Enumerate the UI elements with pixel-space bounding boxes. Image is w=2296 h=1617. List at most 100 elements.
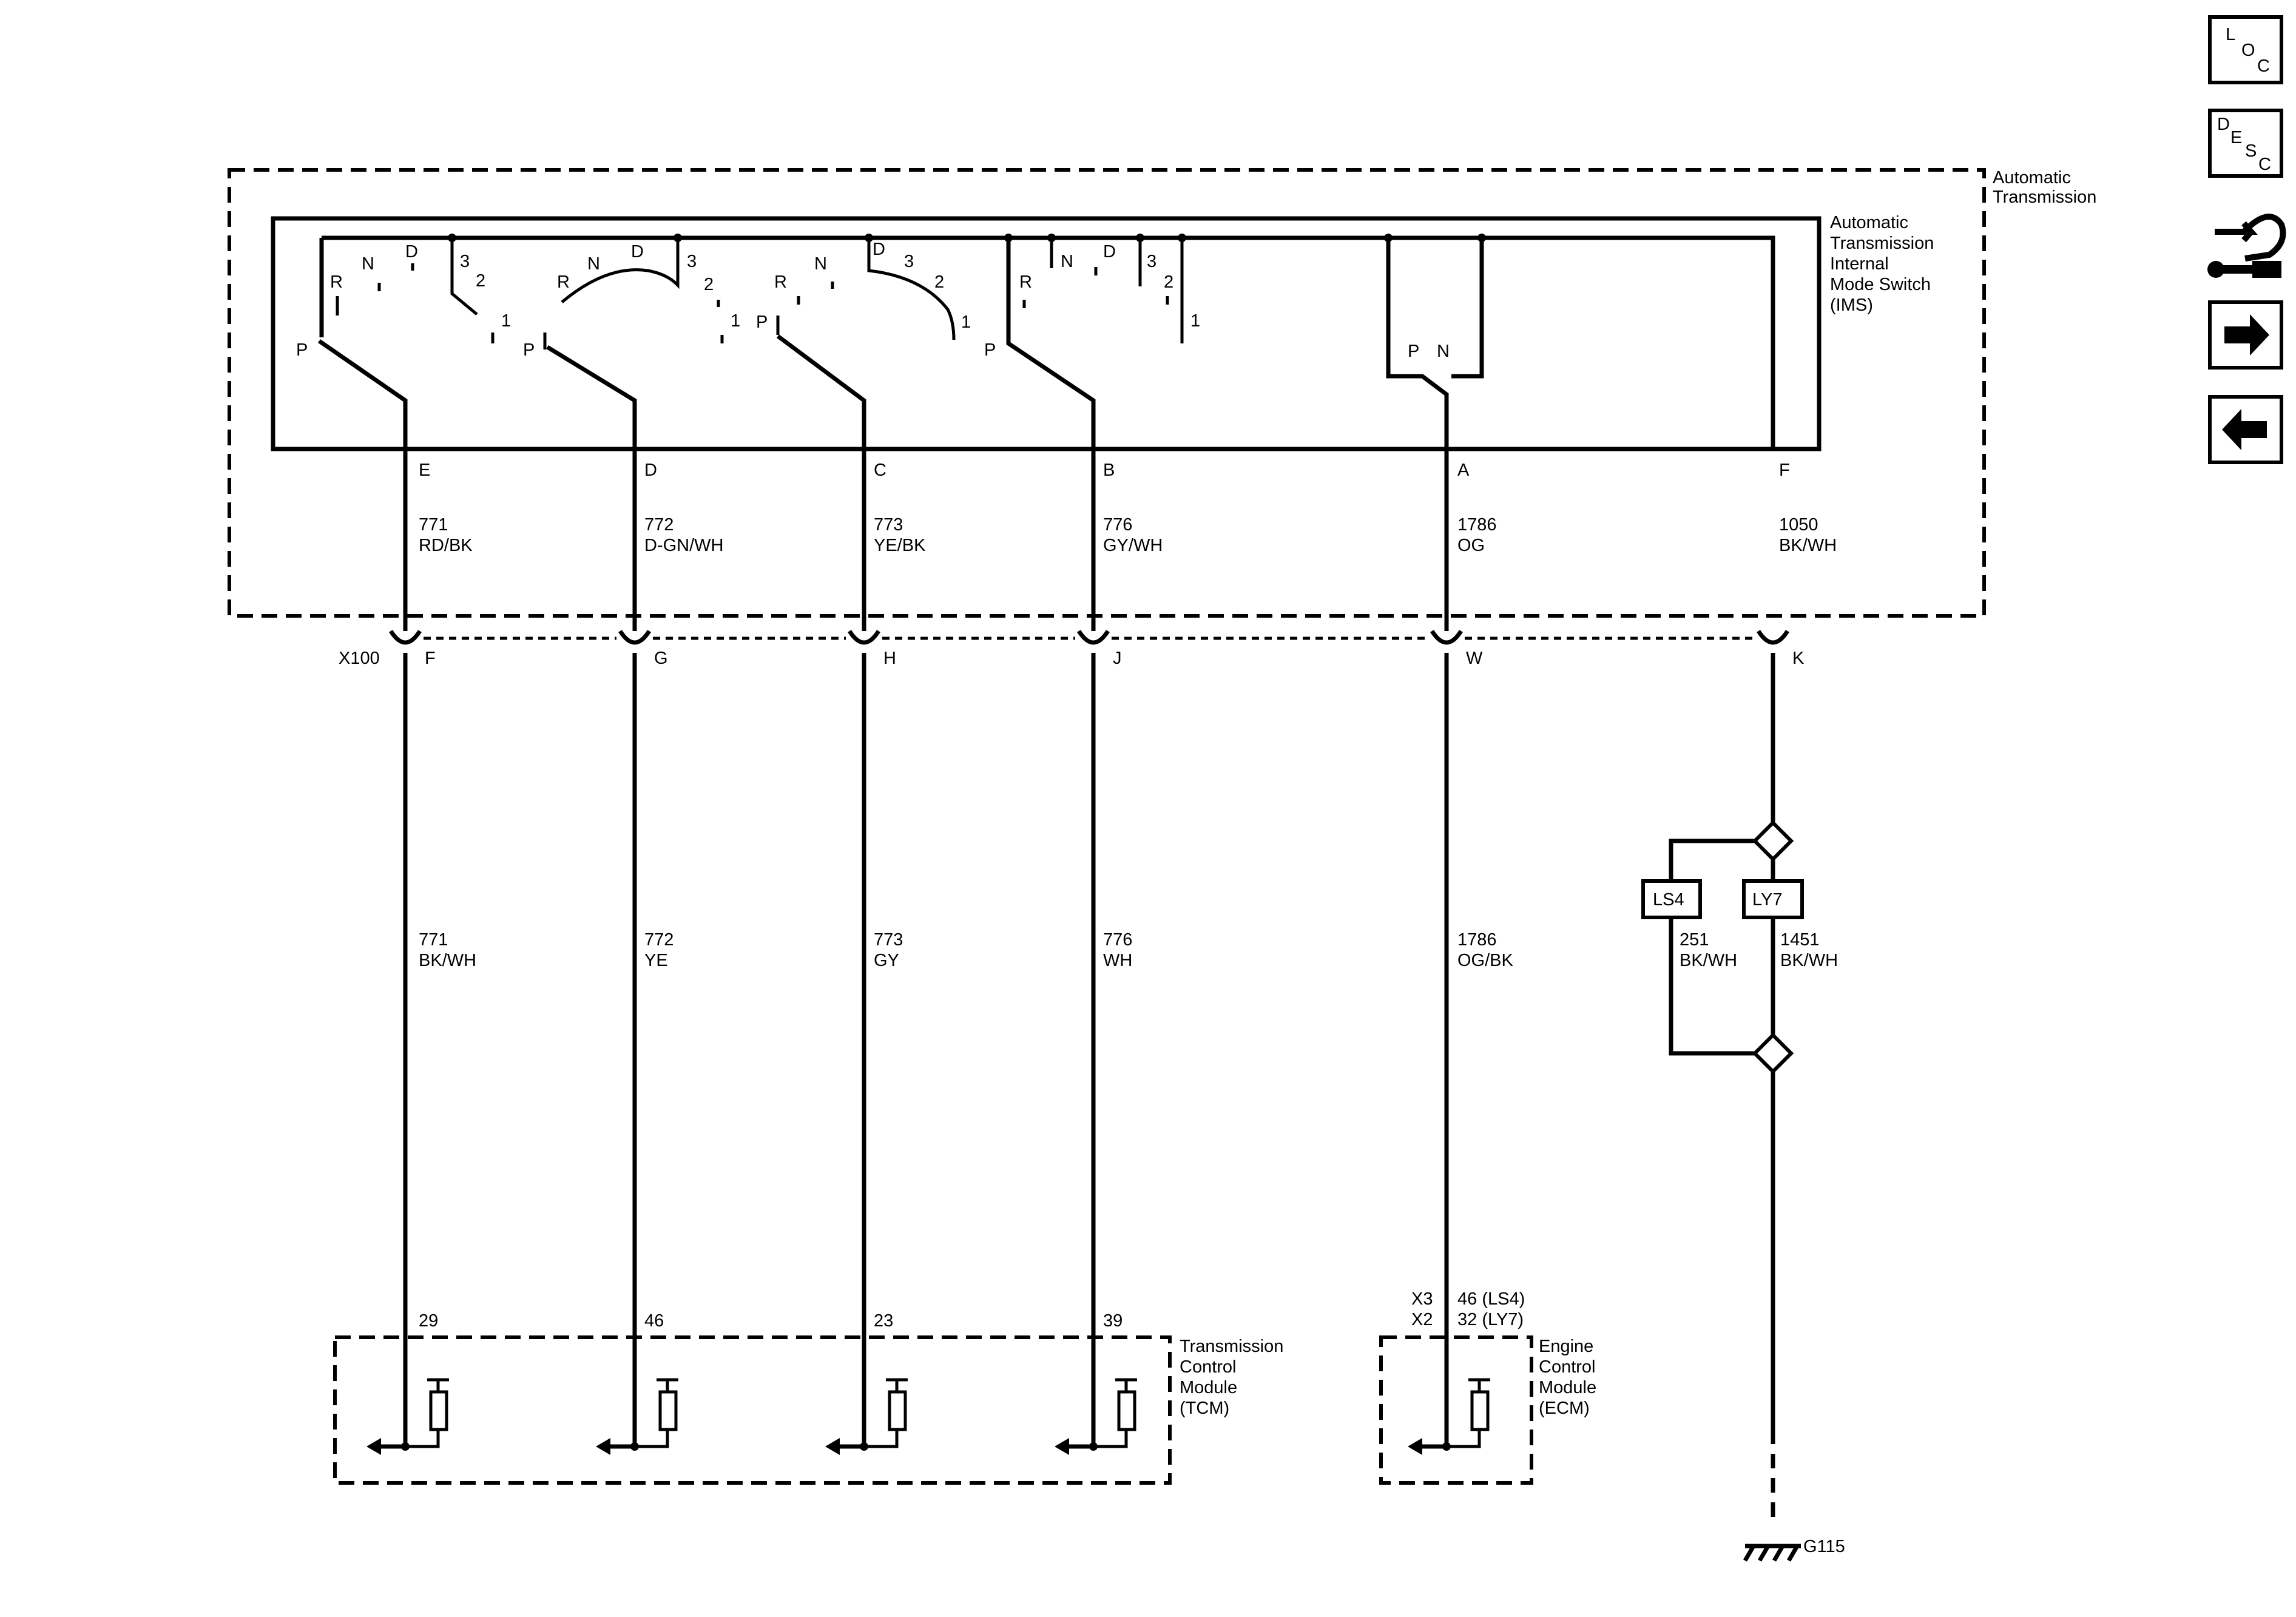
ims-label-3: Internal <box>1830 254 1889 274</box>
wire-1050-top: 1050 <box>1779 515 1818 535</box>
ground-g115: G115 <box>1743 1537 1845 1562</box>
sw3-R: R <box>774 272 787 292</box>
switch-5: P N <box>1386 238 1484 631</box>
ecm-pin-46: 46 (LS4) <box>1457 1289 1525 1309</box>
ecm-conn-x2: X2 <box>1411 1310 1433 1329</box>
color-776-bot: WH <box>1103 951 1132 970</box>
arrow-left-icon <box>2222 409 2267 450</box>
ims-label-2: Transmission <box>1830 234 1934 253</box>
sw2-1: 1 <box>731 311 740 331</box>
arrow-right-icon <box>2224 314 2269 356</box>
color-776-top: GY/WH <box>1103 536 1163 555</box>
sw1-1: 1 <box>501 311 511 331</box>
sw4-D: D <box>1103 242 1116 262</box>
pin-D: D <box>644 461 657 480</box>
ims-switch: Automatic Transmission Internal Mode Swi… <box>271 213 1934 631</box>
wire-771-bot: 771 <box>419 930 448 950</box>
ims-label-1: Automatic <box>1830 213 1908 232</box>
sw2-D: D <box>631 242 644 262</box>
tcm-input-4 <box>1055 1378 1137 1455</box>
switch-3: P R N D 3 2 1 <box>756 238 971 631</box>
color-771-top: RD/BK <box>419 536 473 555</box>
color-251: BK/WH <box>1680 951 1737 970</box>
tcm-label-4: (TCM) <box>1180 1399 1229 1418</box>
sw3-3: 3 <box>904 252 914 271</box>
next-button[interactable] <box>2208 300 2283 370</box>
tcm-label-1: Transmission <box>1180 1337 1283 1356</box>
sw2-3: 3 <box>687 252 697 271</box>
loc-letter-1: L <box>2226 25 2235 44</box>
sw1-D: D <box>405 242 418 262</box>
x100-pin-G: G <box>654 649 668 668</box>
desc-letter-1: D <box>2217 115 2230 134</box>
tcm-input-2 <box>596 1378 678 1455</box>
color-771-bot: BK/WH <box>419 951 476 970</box>
x100-pin-K: K <box>1792 649 1805 668</box>
pin-E: E <box>419 461 430 480</box>
upper-wire-labels: E D C B A F 771 RD/BK 772 D-GN/WH 773 YE… <box>419 461 1837 555</box>
ecm-module: Engine Control Module (ECM) X3 46 (LS4) … <box>1379 1289 1596 1485</box>
color-1050-top: BK/WH <box>1779 536 1837 555</box>
tcm-pin-29: 29 <box>419 1311 438 1331</box>
ls4-box <box>1641 879 1702 919</box>
x100-pin-F: F <box>425 649 436 668</box>
ecm-input-1 <box>1408 1378 1490 1455</box>
sw4-1: 1 <box>1190 311 1200 331</box>
sw4-N: N <box>1061 252 1073 271</box>
sw1-N: N <box>362 254 374 274</box>
x100-pin-H: H <box>883 649 896 668</box>
desc-letter-2: E <box>2230 128 2242 147</box>
ims-label-4: Mode Switch <box>1830 275 1931 294</box>
sw5-P: P <box>1408 342 1419 361</box>
sw3-1: 1 <box>961 312 971 332</box>
sw1-P: P <box>296 340 308 360</box>
color-772-bot: YE <box>644 951 668 970</box>
sw2-2: 2 <box>704 275 714 294</box>
pin-B: B <box>1103 461 1115 480</box>
tcm-input-3 <box>825 1378 908 1455</box>
color-1786-bot: OG/BK <box>1457 951 1514 970</box>
ls4-label: LS4 <box>1653 890 1684 910</box>
ims-label-5: (IMS) <box>1830 295 1873 315</box>
ecm-conn-x3: X3 <box>1411 1289 1433 1309</box>
tcm-pin-39: 39 <box>1103 1311 1123 1331</box>
sw3-N: N <box>814 254 827 274</box>
pin-A: A <box>1457 461 1470 480</box>
wire-1786-bot: 1786 <box>1457 930 1497 950</box>
automatic-transmission: Automatic Transmission <box>228 168 2096 618</box>
sw3-D: D <box>873 240 885 259</box>
wire-776-top: 776 <box>1103 515 1132 535</box>
ecm-pin-32: 32 (LY7) <box>1457 1310 1524 1329</box>
wire-773-bot: 773 <box>874 930 903 950</box>
pin-F: F <box>1779 461 1790 480</box>
lower-wires: 771 BK/WH 772 YE 773 GY 776 WH 1786 OG/B… <box>403 653 1775 1447</box>
ecm-label-2: Control <box>1539 1357 1596 1377</box>
connector-icon[interactable] <box>2207 214 2286 278</box>
sw2-P: P <box>523 340 535 360</box>
color-1451: BK/WH <box>1780 951 1838 970</box>
desc-button[interactable]: D E S C <box>2208 109 2283 178</box>
transmission-label-1: Automatic <box>1993 168 2071 187</box>
switch-4: P R N D 3 2 1 <box>984 238 1200 631</box>
sw4-3: 3 <box>1147 252 1156 271</box>
x100-pin-J: J <box>1113 649 1122 668</box>
option-splice: LS4 LY7 251 BK/WH 1451 BK/WH <box>1641 820 1838 1517</box>
prev-button[interactable] <box>2208 395 2283 464</box>
tcm-pin-23: 23 <box>874 1311 893 1331</box>
wire-251: 251 <box>1680 930 1709 950</box>
sw1-2: 2 <box>476 271 485 291</box>
ecm-label-4: (ECM) <box>1539 1399 1590 1418</box>
loc-button[interactable]: L O C <box>2208 15 2283 84</box>
ecm-label-3: Module <box>1539 1378 1596 1397</box>
color-772-top: D-GN/WH <box>644 536 723 555</box>
loc-letter-2: O <box>2241 41 2255 60</box>
sw5-N: N <box>1437 342 1450 361</box>
x100-connector: X100 F G H J W K <box>339 630 1805 668</box>
desc-letter-3: S <box>2245 141 2257 161</box>
pin-C: C <box>874 461 886 480</box>
wire-1786-top: 1786 <box>1457 515 1497 535</box>
sw2-R: R <box>557 272 570 292</box>
sw1-R: R <box>330 272 343 292</box>
ground-label: G115 <box>1803 1537 1845 1556</box>
